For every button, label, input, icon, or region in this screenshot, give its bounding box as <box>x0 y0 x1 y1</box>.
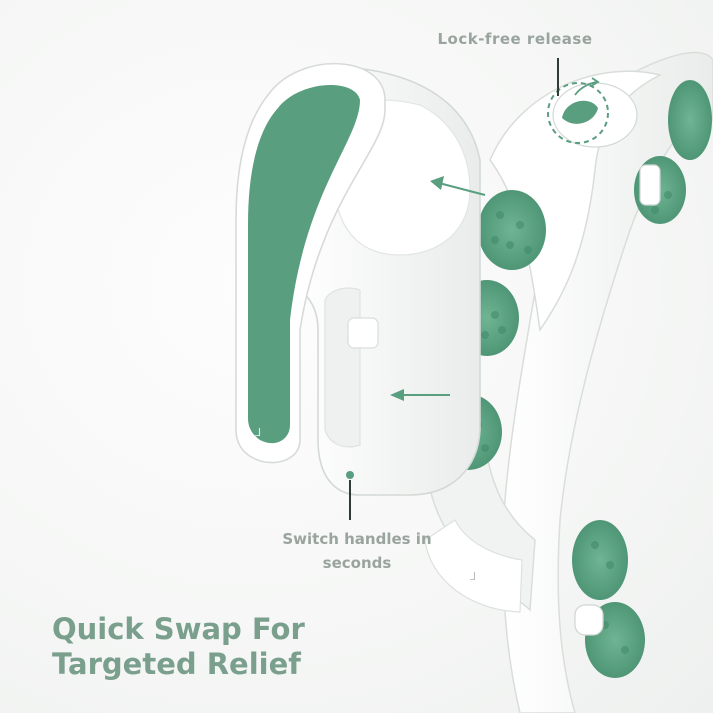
direction-arrows <box>390 176 486 401</box>
brand-mark-grip: ⅃ <box>255 426 261 439</box>
switch-handles-line2: seconds <box>322 554 392 572</box>
headline-line2: Targeted Relief <box>52 647 301 681</box>
upper-arch <box>489 70 663 333</box>
lower-hinge: ⅃ <box>470 570 604 636</box>
headline: Quick Swap For Targeted Relief <box>52 612 392 682</box>
lock-button <box>547 58 638 148</box>
brand-mark-arm: ⅃ <box>470 570 476 583</box>
switch-callout-marker <box>346 471 354 520</box>
lock-free-release-label: Lock-free release <box>437 30 593 48</box>
handle-grip: ⅃ <box>235 62 386 464</box>
switch-handles-line1: Switch handles in <box>282 530 432 548</box>
headline-line1: Quick Swap For <box>52 612 305 646</box>
switch-handles-label: Switch handles in seconds <box>262 527 452 575</box>
